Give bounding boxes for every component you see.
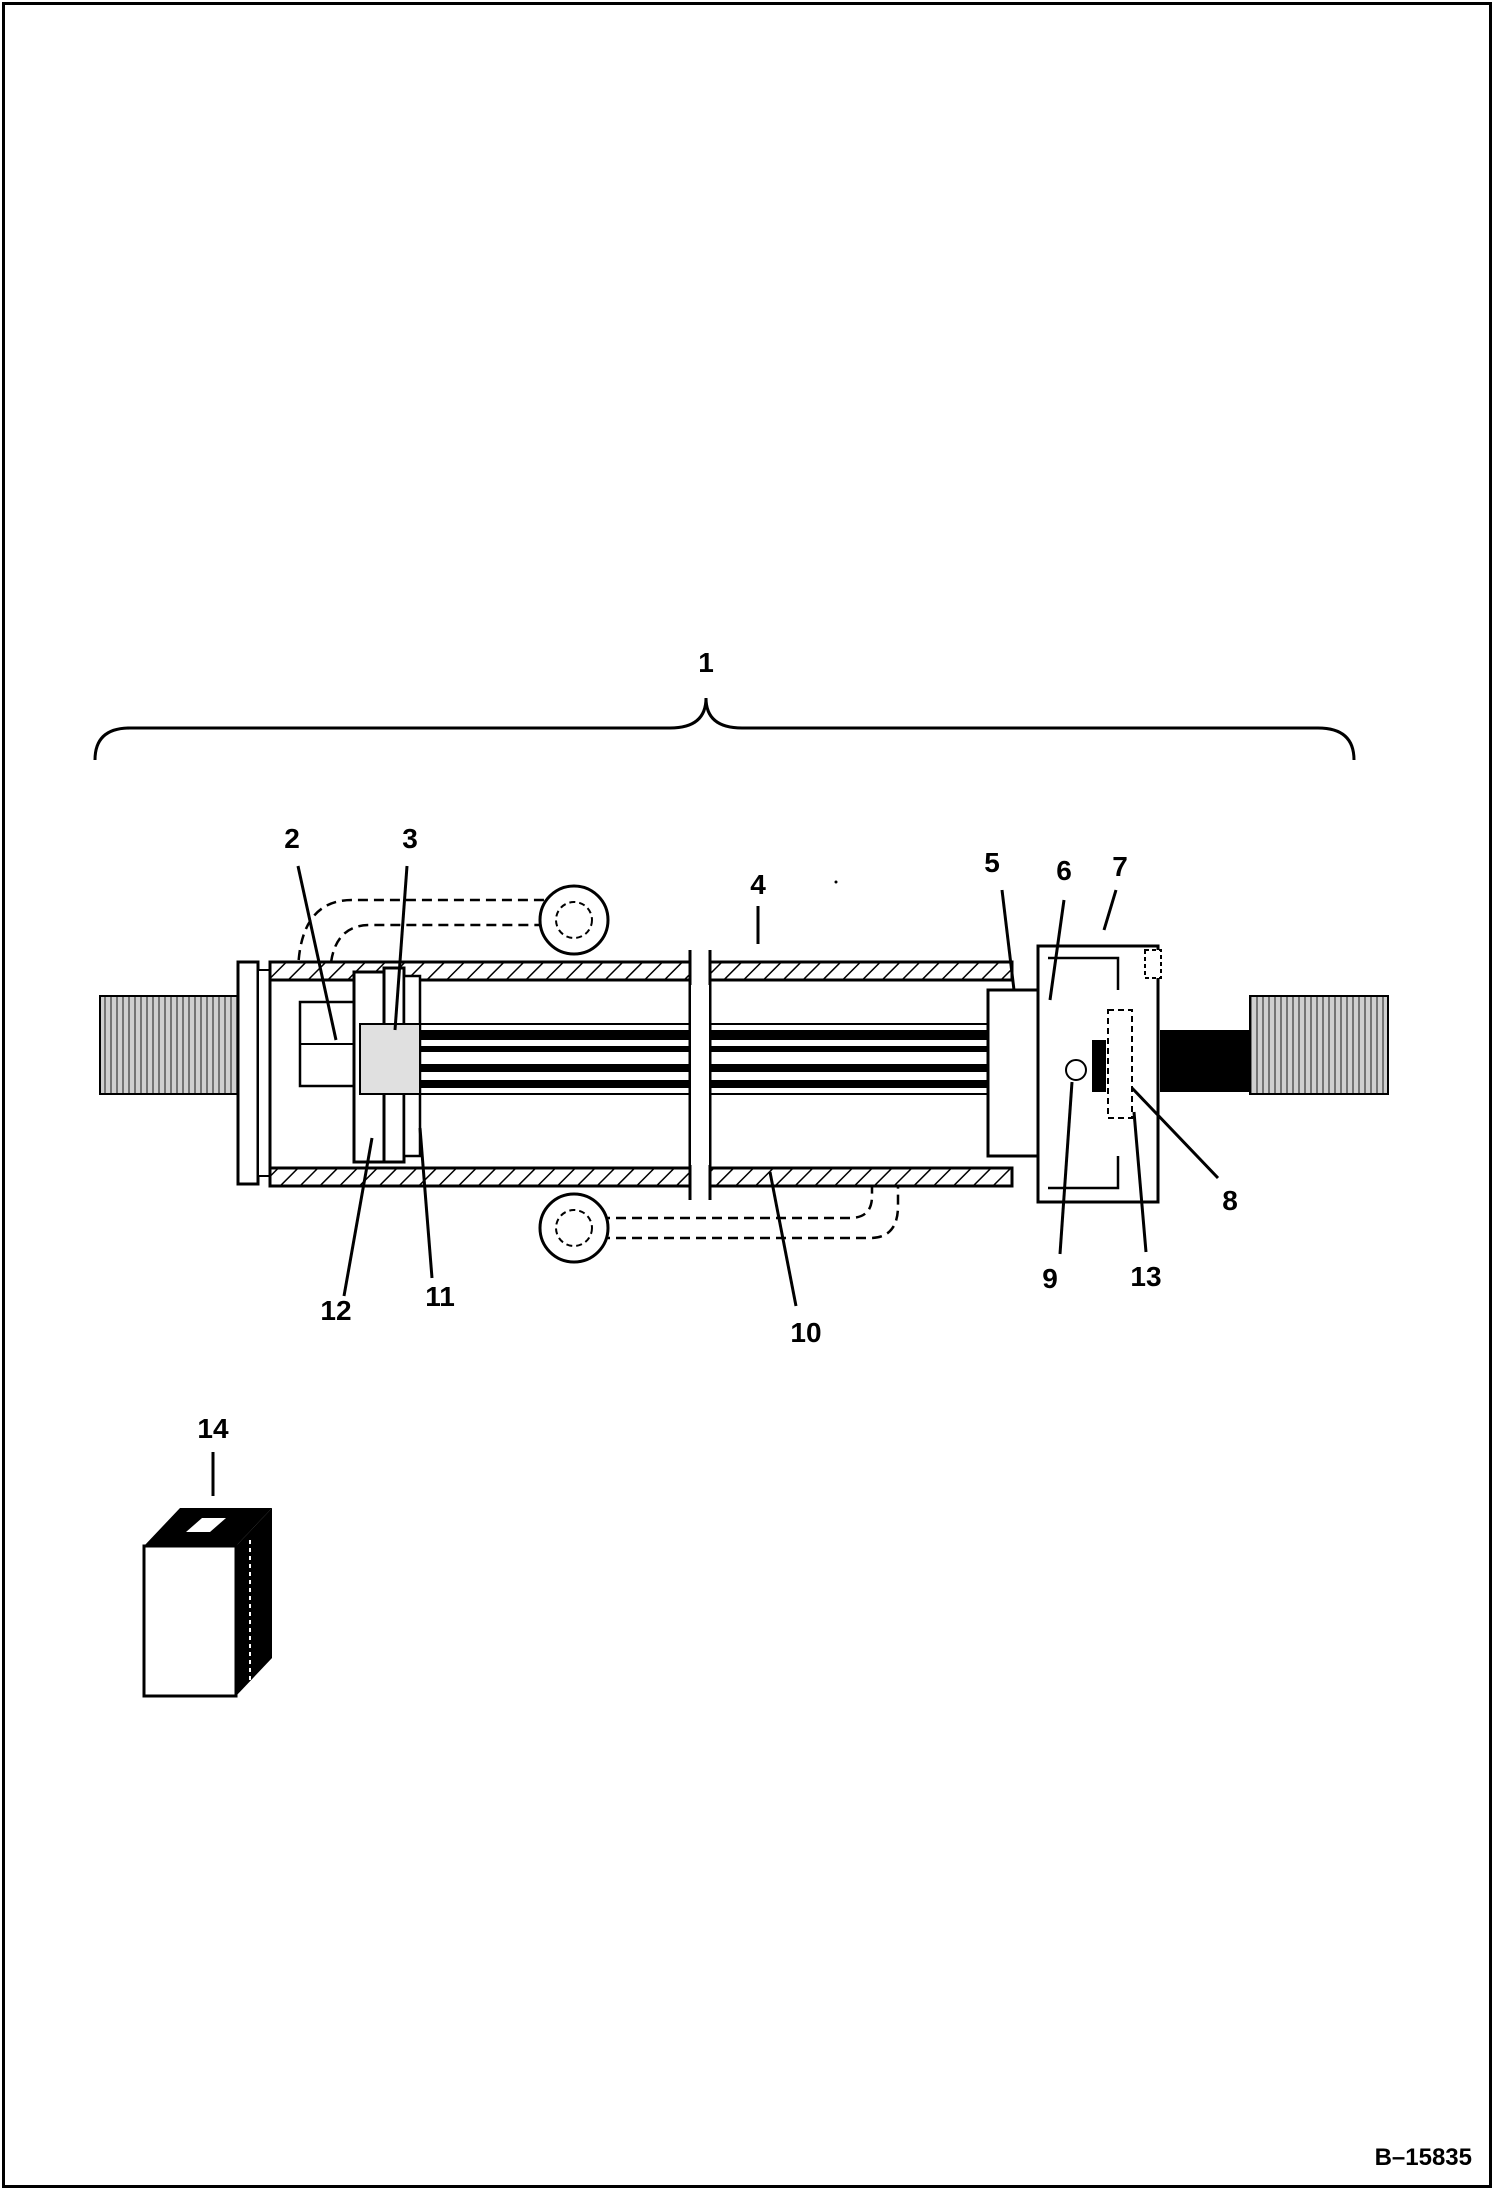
left-end-cap (236, 960, 260, 1186)
label-11: 11 (425, 1281, 455, 1312)
upper-port-eye (538, 884, 610, 956)
break-mark (688, 950, 712, 1200)
barrel-bottom-wall (268, 1166, 692, 1188)
right-threaded-end (1249, 995, 1389, 1095)
label-5: 5 (984, 847, 1000, 878)
label-3: 3 (402, 823, 418, 854)
label-1: 1 (698, 647, 714, 678)
assembly-bracket (93, 697, 1356, 761)
label-14: 14 (197, 1413, 229, 1444)
figure-reference: B–15835 (1374, 2144, 1472, 2171)
seal-kit-box (142, 1508, 272, 1698)
wiper-seal (1107, 1009, 1133, 1119)
left-threaded-end (99, 995, 241, 1095)
label-10: 10 (790, 1317, 821, 1348)
orifice-port (1065, 1059, 1087, 1081)
label-6: 6 (1056, 855, 1072, 886)
lower-hose-tube (600, 1186, 900, 1240)
label-9: 9 (1042, 1263, 1058, 1294)
barrel-top-wall (268, 960, 692, 982)
lower-port-eye (538, 1192, 610, 1264)
label-4: 4 (750, 869, 766, 900)
label-13: 13 (1130, 1261, 1161, 1292)
label-7: 7 (1112, 851, 1128, 882)
label-2: 2 (284, 823, 300, 854)
head-gland (986, 988, 1040, 1158)
label-8: 8 (1222, 1185, 1238, 1216)
upper-hose-tube (296, 898, 558, 979)
label-12: 12 (320, 1295, 351, 1326)
